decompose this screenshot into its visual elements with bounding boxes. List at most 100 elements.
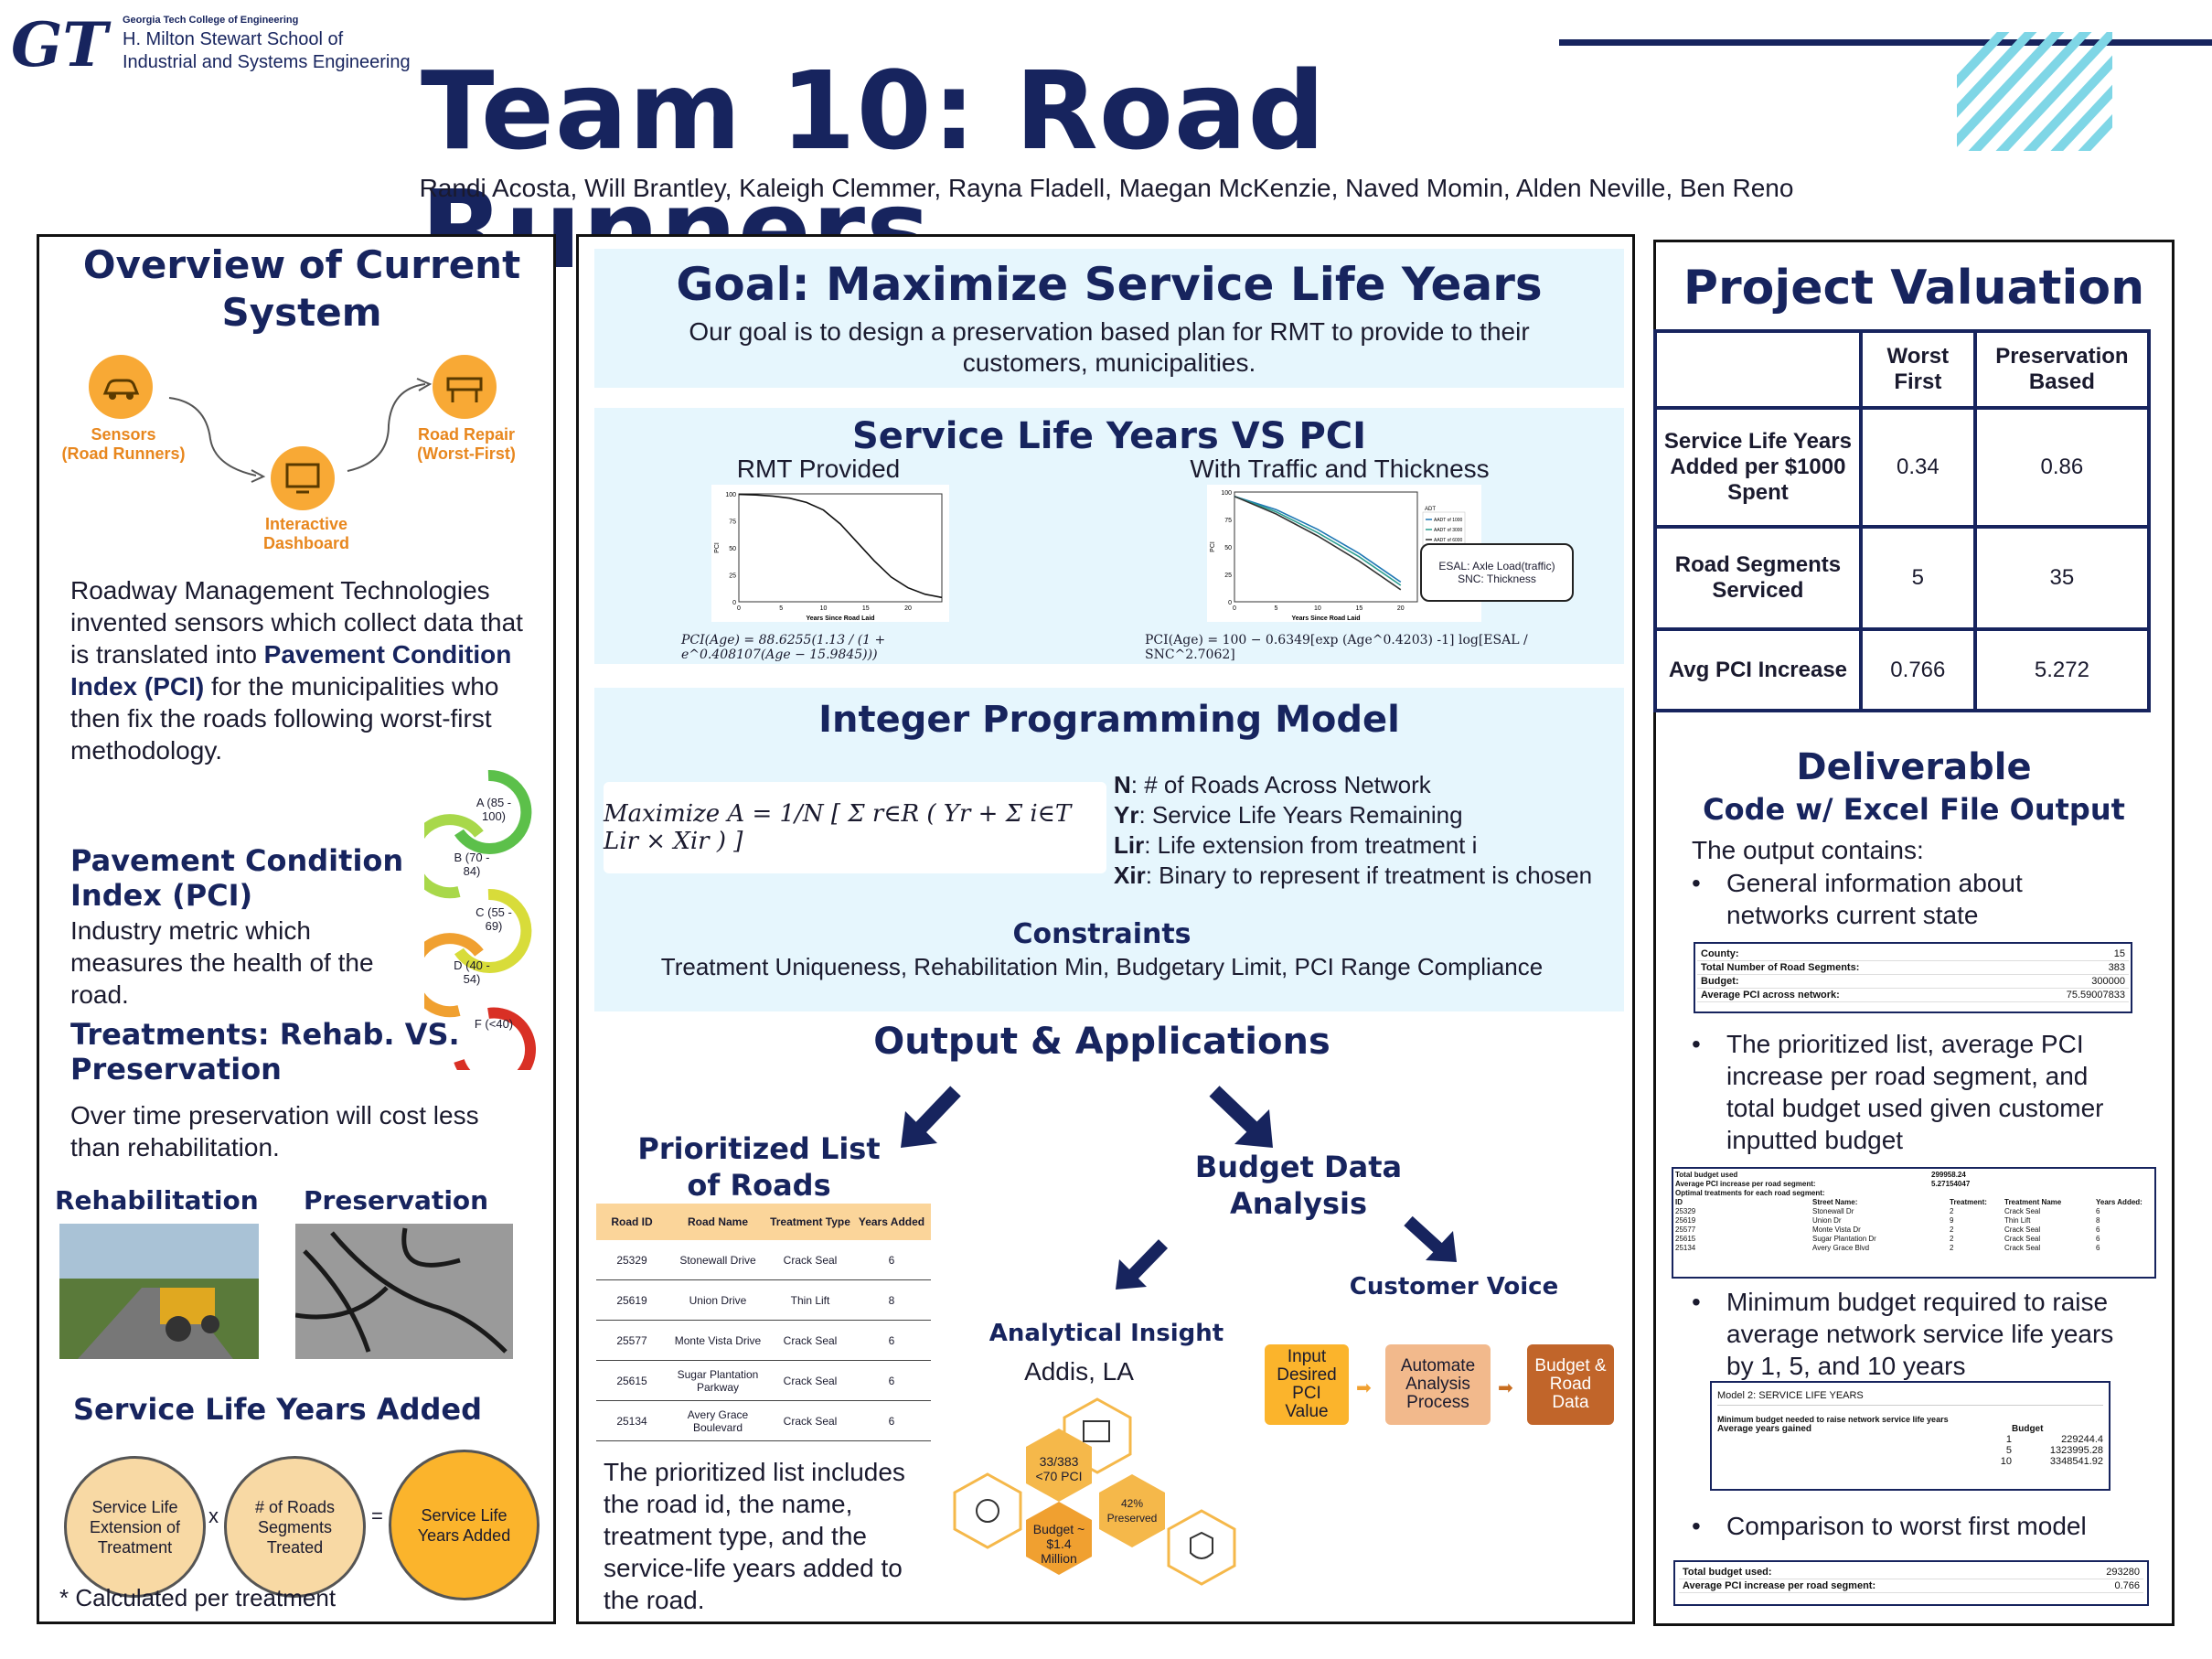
treatments-text: Over time preservation will cost less th… xyxy=(70,1101,479,1161)
circle-result: Service Life Years Added xyxy=(389,1450,540,1600)
sly-title: Service Life Years VS PCI xyxy=(852,415,1366,457)
table-row: County:15 xyxy=(1697,947,2129,961)
row-label: Road Segments Serviced xyxy=(1653,525,1863,631)
table-cell: 6 xyxy=(888,1333,895,1347)
x-tick-label: 15 xyxy=(862,605,870,612)
cell-value: 0.766 xyxy=(1858,627,1977,712)
bullet-prioritized: The prioritized list, average PCI increa… xyxy=(1692,1028,2129,1156)
ip-title: Integer Programming Model xyxy=(818,699,1400,741)
flow-budget: Budget & Road Data xyxy=(1527,1344,1614,1425)
x-tick-label: 5 xyxy=(1275,605,1278,612)
constraints-text: Treatment Uniqueness, Rehabilitation Min… xyxy=(660,953,1544,980)
flow-arrows xyxy=(165,375,439,485)
table-corner xyxy=(1653,329,1863,410)
pci-heading: Pavement Condition Index (PCI) xyxy=(70,843,404,913)
road-table-header: Treatment Type xyxy=(770,1215,850,1228)
cell-value: 35 xyxy=(1972,525,2152,631)
table-cell: 6 xyxy=(888,1374,895,1387)
x-tick-label: 0 xyxy=(1233,605,1236,612)
circle-extension: Service Life Extension of Treatment xyxy=(64,1456,206,1598)
road-table-header: Road ID xyxy=(611,1215,653,1228)
table-cell: 25615 xyxy=(616,1374,647,1387)
table-cell: 383 xyxy=(2005,960,2129,975)
x-tick-label: 5 xyxy=(779,605,783,612)
y-tick-label: 25 xyxy=(729,573,736,580)
flow-automate: Automate Analysis Process xyxy=(1385,1344,1491,1425)
school-name: Georgia Tech College of Engineering H. M… xyxy=(123,15,411,72)
series-line xyxy=(1234,496,1402,583)
esal-callout: ESAL: Axle Load(traffic) SNC: Thickness xyxy=(1420,543,1574,602)
def-yr: Yr: Service Life Years Remaining xyxy=(1114,801,1463,829)
cell-value: 5 xyxy=(1858,525,1977,631)
constraints-title: Constraints xyxy=(1012,918,1191,950)
overview-title: Overview of Current System xyxy=(82,242,521,335)
chart2-label: With Traffic and Thickness xyxy=(1190,455,1490,483)
table-row: Total budget used:293280 xyxy=(1679,1566,2143,1579)
y-tick-label: 25 xyxy=(1224,573,1232,579)
deliverable-title: Deliverable xyxy=(1796,746,2032,788)
table-cell: Average PCI across network: xyxy=(1697,988,2006,1002)
y-tick-label: 0 xyxy=(732,600,736,606)
x-axis-label: Years Since Road Laid xyxy=(1291,615,1360,622)
valuation-title: Project Valuation xyxy=(1683,261,2145,316)
treatments-heading: Treatments: Rehab. VS. Preservation xyxy=(70,1017,460,1086)
dashboard-label: Interactive Dashboard xyxy=(262,515,350,552)
y-tick-label: 100 xyxy=(1221,490,1232,497)
table-cell: Crack Seal xyxy=(783,1333,838,1347)
header-rule xyxy=(1559,39,2212,46)
legend-entry: AADT of 6000 xyxy=(1434,538,1463,543)
table-row: Total Number of Road Segments:383 xyxy=(1697,960,2129,975)
hex-cluster xyxy=(951,1392,1244,1593)
plot-frame xyxy=(738,493,943,603)
table-row: Average PCI across network:75.59007833 xyxy=(1697,988,2129,1002)
y-tick-label: 75 xyxy=(1224,518,1232,524)
authors: Randi Acosta, Will Brantley, Kaleigh Cle… xyxy=(419,174,1794,202)
output-title: Output & Applications xyxy=(873,1021,1330,1063)
voice-title: Customer Voice xyxy=(1349,1273,1559,1300)
row-label: Service Life Years Added per $1000 Spent xyxy=(1653,406,1863,529)
y-axis-label: PCI xyxy=(1210,541,1216,552)
cell-value: 0.86 xyxy=(1972,406,2152,529)
table-cell: 25134 xyxy=(616,1414,647,1428)
pci-text: Industry metric which measures the healt… xyxy=(70,916,374,1009)
ip-definitions: N: # of Roads Across Network Yr: Service… xyxy=(1114,770,1626,891)
rehab-photo xyxy=(59,1224,259,1359)
x-tick-label: 15 xyxy=(1355,605,1362,612)
hex-budget: Budget ~ $1.4 Million xyxy=(1032,1522,1085,1566)
table-cell: Union Drive xyxy=(689,1293,747,1307)
def-xir: Xir: Binary to represent if treatment is… xyxy=(1114,862,1593,889)
table-cell: Stonewall Drive xyxy=(679,1253,756,1267)
deliverable-subtitle: Code w/ Excel File Output xyxy=(1703,792,2125,827)
barrier-icon xyxy=(433,355,497,419)
def-lir: Lir: Life extension from treatment i xyxy=(1114,831,1478,859)
x-tick-label: 10 xyxy=(1314,605,1321,612)
circle-segments: # of Roads Segments Treated xyxy=(224,1456,366,1598)
table-cell: 6 xyxy=(888,1253,895,1267)
flow-input: Input Desired PCI Value xyxy=(1265,1344,1349,1425)
flow-arrow-1: ➡ xyxy=(1356,1378,1372,1398)
plot-frame xyxy=(1234,491,1418,603)
table-cell: Crack Seal xyxy=(783,1414,838,1428)
table-cell: Total budget used: xyxy=(1679,1566,2065,1579)
legend-title: ADT xyxy=(1425,507,1436,512)
table-cell: County: xyxy=(1697,947,2006,961)
table-row: Average PCI increase per road segment:0.… xyxy=(1679,1579,2143,1593)
grade-c: C (55 - 69) xyxy=(476,905,512,933)
table-cell: Crack Seal xyxy=(783,1253,838,1267)
cell-value: 0.34 xyxy=(1858,406,1977,529)
table-row: Optimal treatments for each road segment… xyxy=(1675,1189,1825,1197)
excel-min-budget: Model 2: SERVICE LIFE YEARS Minimum budg… xyxy=(1710,1381,2110,1491)
table-cell: Monte Vista Drive xyxy=(674,1333,762,1347)
